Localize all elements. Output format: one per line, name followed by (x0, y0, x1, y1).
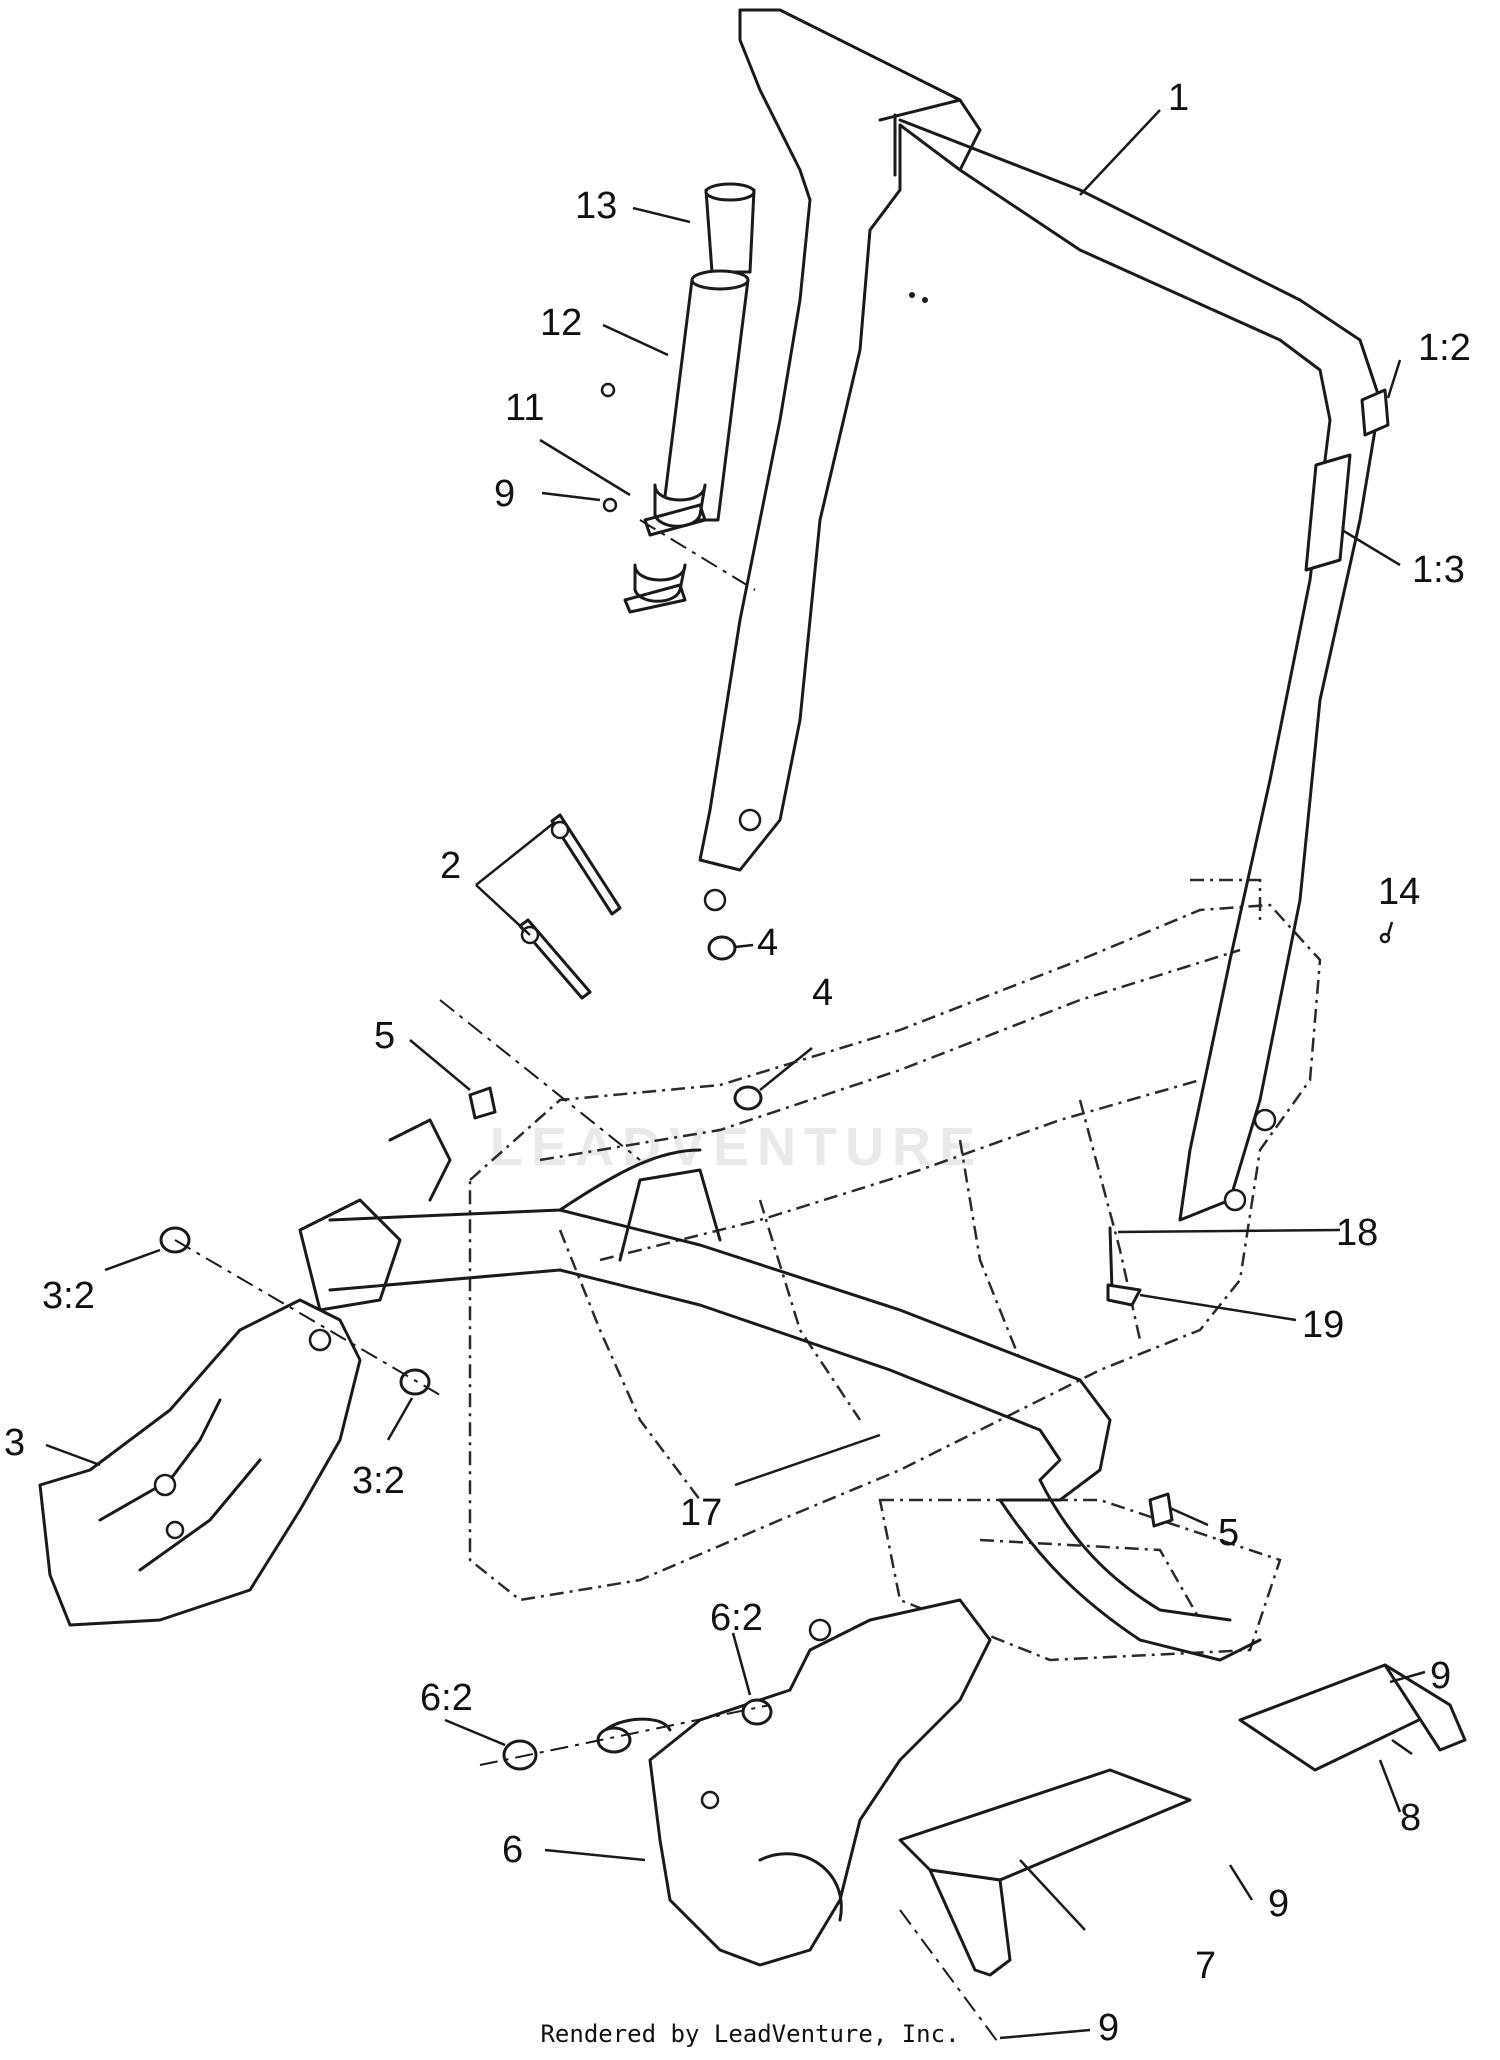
callout-9-mid: 9 (1268, 1883, 1289, 1925)
callout-18: 18 (1336, 1212, 1378, 1254)
bolt-5a (468, 1086, 497, 1120)
callout-17: 17 (680, 1492, 722, 1534)
assembly-axes (174, 519, 1001, 2046)
front-axle-tube (298, 1118, 1262, 1662)
foot-plate-7 (898, 1768, 1192, 1977)
callout-9-top: 9 (494, 473, 515, 515)
callout-5-right: 5 (1218, 1512, 1239, 1554)
right-axle-bracket (502, 1598, 992, 1967)
callout-9-right-top: 9 (1430, 1655, 1451, 1697)
callout-1-3: 1:3 (1412, 549, 1465, 591)
callout-7: 7 (1195, 1945, 1216, 1987)
decal-1-2 (1360, 388, 1390, 437)
callout-1: 1 (1168, 77, 1189, 119)
render-credit: Rendered by LeadVenture, Inc. (540, 2020, 960, 2048)
callout-9-bottom: 9 (1098, 2007, 1119, 2049)
fasteners (468, 813, 1391, 1528)
watermark-text: LEADVENTURE (490, 1117, 983, 1177)
callout-6: 6 (502, 1829, 523, 1871)
foot-plate-8 (1238, 1663, 1467, 1772)
decal-1-3 (1304, 453, 1352, 572)
callout-3-2-right: 3:2 (352, 1460, 405, 1502)
callout-labels: 1 1:2 1:3 13 12 11 9 2 4 4 5 14 18 19 3:… (4, 77, 1471, 2049)
callout-12: 12 (540, 302, 582, 344)
holder-tube-assembly (600, 182, 756, 614)
callout-8: 8 (1400, 1797, 1421, 1839)
leader-lines (45, 109, 1426, 2040)
bolt-5b (1148, 1492, 1174, 1528)
nut-4a (707, 935, 737, 961)
callout-14: 14 (1378, 871, 1420, 913)
callout-4b: 4 (812, 972, 833, 1014)
callout-11: 11 (505, 387, 544, 429)
callout-13: 13 (575, 185, 617, 227)
nut-4b (733, 1085, 763, 1111)
callout-6-2-left: 6:2 (420, 1677, 473, 1719)
rops-bar (698, 8, 1390, 1222)
callout-4a: 4 (757, 922, 778, 964)
bushing-6-2b (741, 1698, 773, 1726)
callout-5-left: 5 (374, 1015, 395, 1057)
callout-2: 2 (440, 845, 461, 887)
callout-19: 19 (1302, 1304, 1344, 1346)
left-axle-bracket (38, 1226, 431, 1627)
callout-3: 3 (4, 1422, 25, 1464)
bushing-6-2a (502, 1739, 538, 1771)
callout-3-2-left: 3:2 (42, 1275, 95, 1317)
callout-1-2: 1:2 (1418, 327, 1471, 369)
callout-6-2-right: 6:2 (710, 1597, 763, 1639)
main-frame-phantom (468, 878, 1322, 1662)
